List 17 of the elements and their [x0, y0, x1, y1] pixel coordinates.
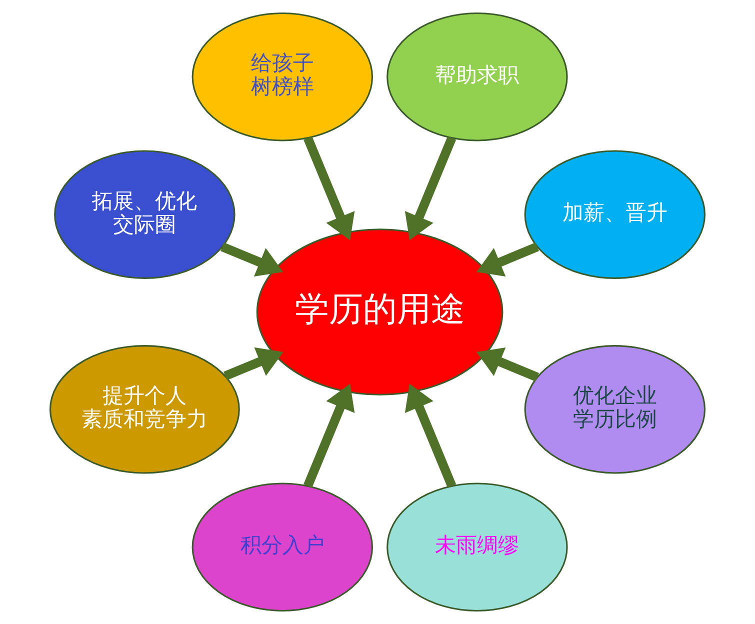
arrow — [304, 136, 355, 240]
arrow — [224, 347, 284, 380]
node-ellipse: 未雨绸缪 — [386, 482, 568, 612]
arrow — [220, 242, 284, 277]
node-ellipse: 积分入户 — [192, 482, 374, 612]
node-ellipse: 学历的用途 — [256, 228, 504, 396]
node-ellipse: 拓展、优化交际圈 — [54, 150, 236, 279]
arrow — [476, 347, 540, 382]
arrow — [476, 242, 540, 277]
arrow — [304, 384, 355, 488]
arrow — [404, 384, 456, 488]
node-ellipse: 给孩子树榜样 — [192, 12, 374, 142]
node-ellipse: 帮助求职 — [386, 12, 568, 142]
node-ellipse: 加薪、晋升 — [524, 150, 706, 279]
node-ellipse: 优化企业学历比例 — [524, 345, 706, 474]
node-ellipse: 提升个人素质和竞争力 — [49, 345, 240, 474]
arrow — [404, 136, 456, 240]
